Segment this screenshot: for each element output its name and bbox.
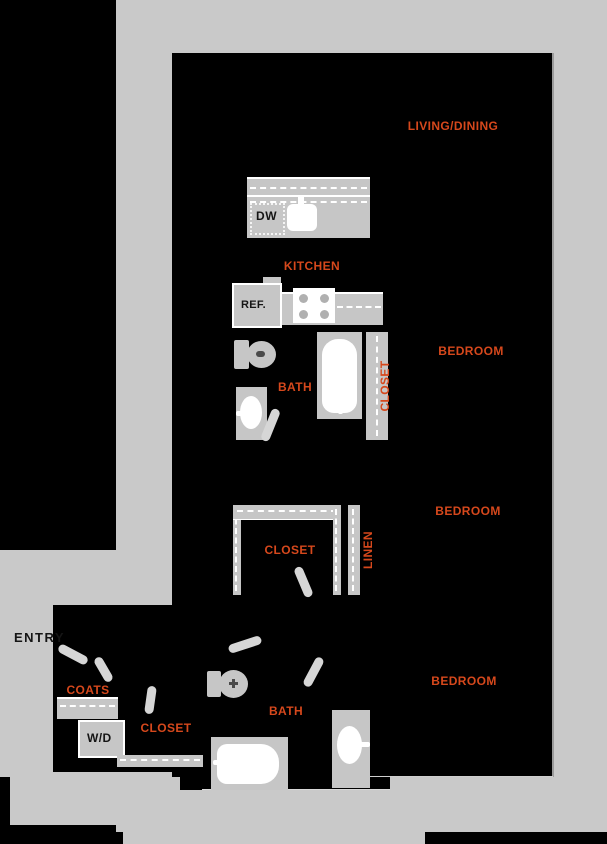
hall-closet-label: CLOSET — [140, 721, 192, 735]
wic-right-rod — [335, 509, 337, 591]
burner-icon — [299, 294, 308, 303]
washer-dryer — [78, 720, 125, 758]
linen-closet-rod — [352, 509, 354, 591]
island-counter-dash-1 — [250, 187, 367, 189]
bath-main-label: BATH — [277, 380, 313, 394]
range-stove — [293, 288, 335, 323]
closet-tall-rod — [376, 336, 378, 436]
hall-closet-shelf — [117, 755, 203, 767]
unit-interior — [172, 53, 553, 777]
linen-label: LINEN — [361, 531, 375, 569]
hall-closet-rod — [120, 759, 200, 761]
bathtub-drain-icon — [338, 404, 343, 414]
dishwasher-label: DW — [256, 209, 278, 223]
bath2-bottom-line — [202, 789, 390, 790]
burner-icon — [320, 294, 329, 303]
bathtub-main-basin — [322, 339, 357, 413]
refrigerator-label: REF. — [241, 299, 267, 311]
bedroom-top-label: BEDROOM — [438, 344, 504, 358]
sink-faucet-icon — [236, 411, 248, 416]
washer-dryer-label: W/D — [87, 731, 112, 745]
living-dining-label: LIVING/DINING — [407, 119, 499, 133]
wic-top-rod — [237, 510, 337, 512]
coats-shelf — [57, 697, 118, 719]
island-sink-faucet-icon — [298, 195, 304, 209]
bedroom-mid-label: BEDROOM — [435, 504, 501, 518]
wic-top-wall — [233, 505, 341, 520]
bathtub2-drain-icon — [213, 760, 223, 765]
toilet-flush-dot — [256, 351, 265, 357]
entry-label: ENTRY — [14, 630, 66, 645]
refrigerator — [232, 283, 282, 328]
walk-in-closet-label: CLOSET — [264, 543, 316, 557]
wic-right-wall — [333, 505, 341, 595]
bathtub-second-basin — [217, 744, 279, 784]
bedroom-bottom-label: BEDROOM — [431, 674, 497, 688]
kitchen-label: KITCHEN — [283, 259, 341, 273]
wic-left-wall — [233, 505, 241, 595]
toilet2-flush-mark — [232, 679, 235, 688]
burner-icon — [320, 310, 329, 319]
sink2-oval-icon — [337, 726, 362, 764]
fridge-top-tab — [263, 277, 281, 284]
wic-left-rod — [235, 509, 237, 591]
plan-mat-bottom — [123, 832, 425, 844]
island-counter-split — [247, 195, 370, 197]
linen-closet-wall — [348, 505, 360, 595]
toilet2-tank — [207, 671, 221, 697]
closet-tall-label: CLOSET — [378, 360, 392, 412]
page-edge-patch — [0, 777, 10, 844]
island-counter-dash-2 — [250, 201, 367, 203]
sink2-faucet-icon — [358, 742, 370, 747]
coats-label: COATS — [66, 683, 110, 697]
toilet-tank — [234, 340, 249, 369]
burner-icon — [299, 310, 308, 319]
bath-second-label: BATH — [268, 704, 304, 718]
counter-dash — [337, 306, 381, 308]
bottom-wall-line — [370, 776, 553, 777]
sink-oval-icon — [240, 396, 262, 429]
coats-rod — [60, 705, 115, 707]
right-wall-line — [552, 53, 554, 777]
dishwasher-outline — [250, 203, 285, 235]
